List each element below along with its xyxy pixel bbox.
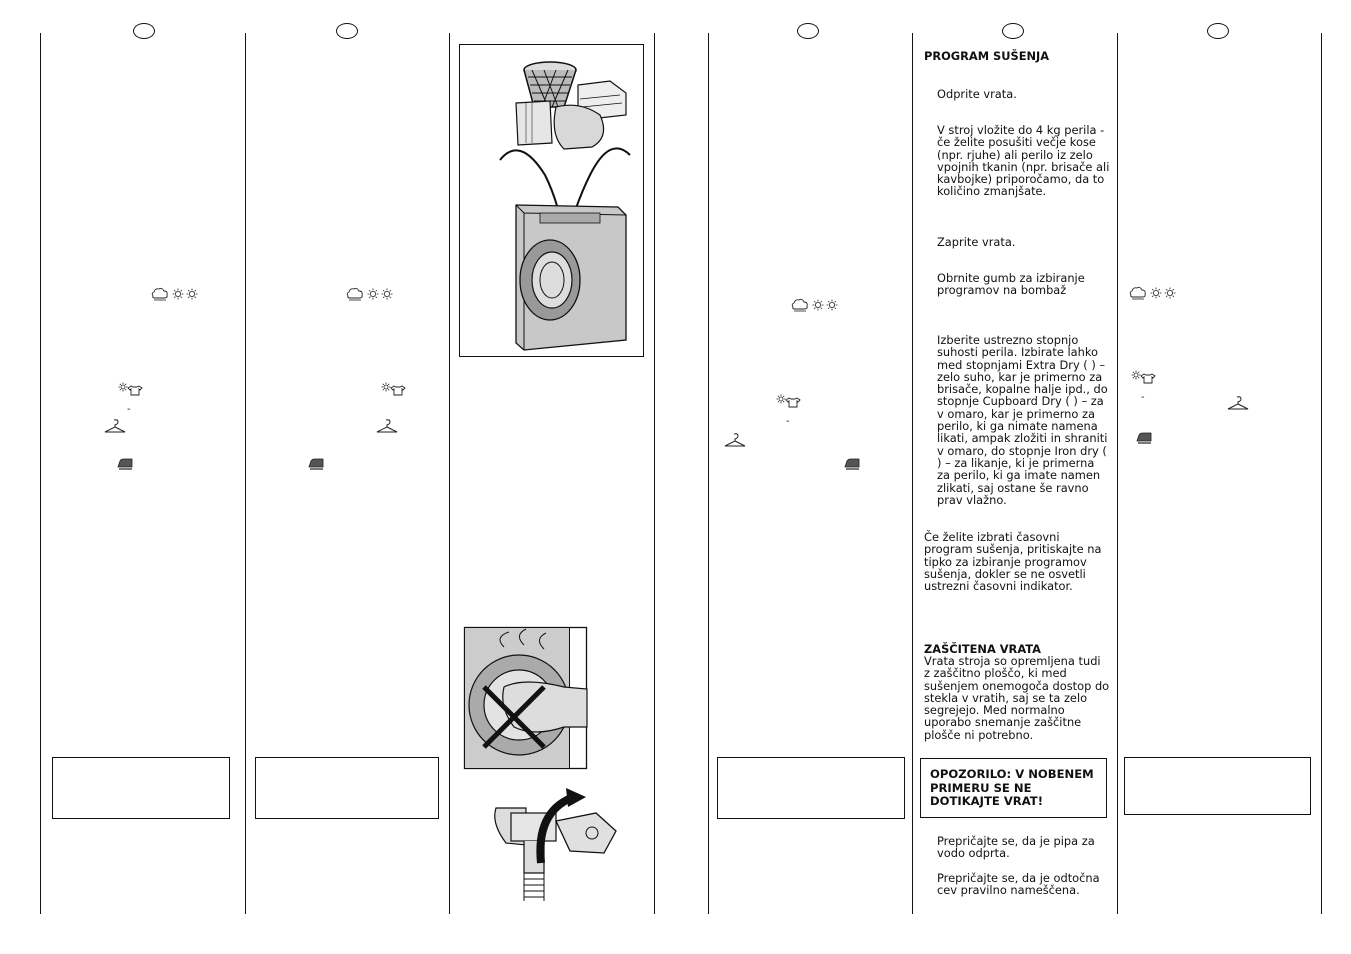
cotton-dry-icon [151, 287, 198, 301]
hanger-icon [376, 419, 398, 433]
language-marker [1207, 23, 1229, 39]
language-marker [336, 23, 358, 39]
column-divider [654, 33, 655, 914]
door-no-touch-illustration [463, 626, 588, 770]
loading-illustration-frame [459, 44, 644, 357]
extra-dry-icon [1131, 370, 1156, 384]
note-box [255, 757, 439, 819]
step-timed-drying: Če želite izbrati časovni program sušenj… [924, 530, 1102, 594]
note-box [52, 757, 230, 819]
cotton-dry-icon [1129, 286, 1176, 300]
hanger-icon [724, 433, 746, 447]
laundry-loading-illustration [499, 61, 631, 351]
extra-dry-icon [381, 382, 406, 396]
column-divider [1117, 33, 1118, 914]
column-divider [912, 33, 913, 914]
hanger-icon [1227, 396, 1249, 410]
check-drain: Prepričajte se, da je odtočna cev pravil… [937, 871, 1100, 898]
door-text: Vrata stroja so opremljena tudi z zaščit… [924, 654, 1110, 742]
dash-mark: - [786, 416, 790, 427]
column-divider [1321, 33, 1322, 914]
step-open-door: Odprite vrata. [937, 87, 1017, 101]
iron-icon [844, 458, 860, 470]
cotton-dry-icon [346, 287, 393, 301]
column-divider [449, 33, 450, 914]
iron-icon [1136, 432, 1152, 444]
extra-dry-icon [776, 394, 801, 408]
language-marker [1002, 23, 1024, 39]
column-divider [40, 33, 41, 914]
step-select-cotton: Obrnite gumb za izbiranje programov na b… [937, 271, 1085, 298]
extra-dry-icon [118, 382, 143, 396]
language-marker [133, 23, 155, 39]
iron-icon [308, 458, 324, 470]
warning-box: OPOZORILO: V NOBENEM PRIMERU SE NE DOTIK… [920, 758, 1107, 818]
column-divider [245, 33, 246, 914]
column-divider [708, 33, 709, 914]
cotton-dry-icon [791, 298, 838, 312]
hanger-icon [104, 419, 126, 433]
iron-icon [117, 458, 133, 470]
step-select-dryness: Izberite ustrezno stopnjo suhosti perila… [937, 333, 1108, 507]
check-tap: Prepričajte se, da je pipa za vodo odprt… [937, 834, 1095, 861]
note-box [1124, 757, 1311, 815]
note-box [717, 757, 905, 819]
door-heading: ZAŠČITENA VRATA [924, 642, 1041, 656]
drying-heading: PROGRAM SUŠENJA [924, 49, 1050, 63]
step-close-door: Zaprite vrata. [937, 235, 1016, 249]
dash-mark: - [127, 404, 131, 415]
water-tap-illustration [494, 788, 617, 901]
warning-text: OPOZORILO: V NOBENEM PRIMERU SE NE DOTIK… [930, 767, 1094, 808]
language-marker [797, 23, 819, 39]
dash-mark: - [1141, 392, 1145, 403]
step-load-laundry: V stroj vložite do 4 kg perila - če želi… [937, 123, 1110, 199]
